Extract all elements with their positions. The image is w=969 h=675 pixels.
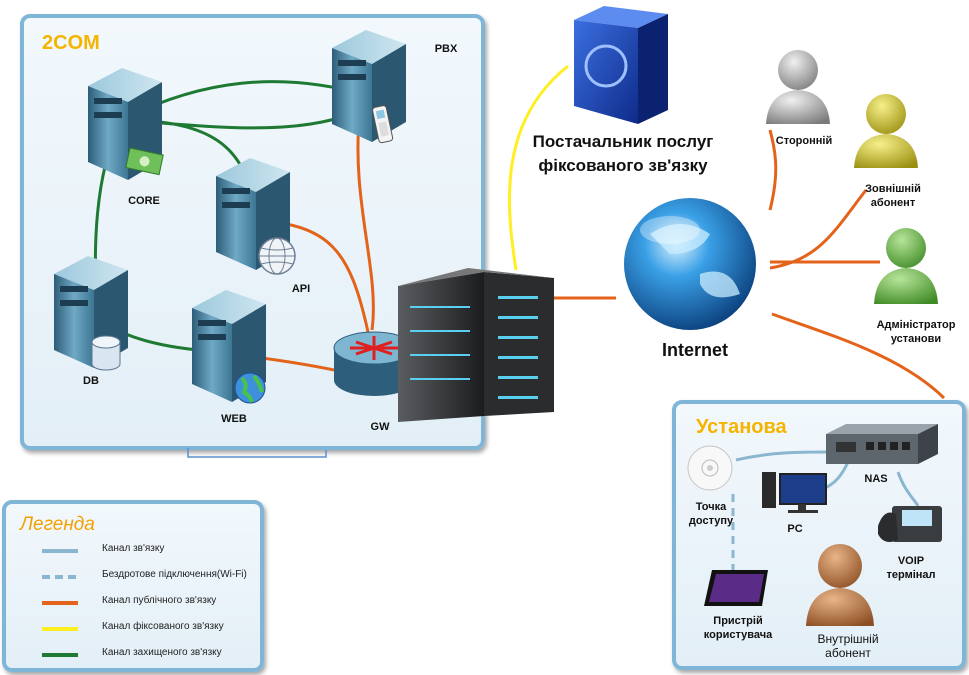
server-pbx-icon: [332, 30, 406, 142]
pc-label: PC: [787, 523, 803, 535]
legend-item-fixed: Канал фіксованого зв'язку: [20, 620, 250, 636]
access-point-icon: [687, 445, 733, 491]
org-panel-title: Установа: [696, 416, 787, 438]
db-label: DB: [83, 375, 99, 387]
legend-swatch-public: [42, 601, 78, 605]
legend-swatch-fixed: [42, 627, 78, 631]
legend-label: Канал фіксованого зв'язку: [102, 621, 224, 632]
router-icon: [333, 331, 415, 396]
person-outsider-icon: [766, 50, 830, 124]
internet-label: Internet: [661, 340, 728, 360]
nas-label: NAS: [864, 473, 888, 485]
legend-swatch-wifi: [42, 575, 78, 579]
tablet-icon: [704, 570, 768, 606]
globe-wire-icon: [258, 237, 296, 275]
provider-cube-icon: [574, 6, 668, 124]
legend-title: Легенда: [20, 514, 95, 535]
money-icon: [125, 147, 164, 176]
legend-swatch-secure: [42, 653, 78, 657]
legend-label: Канал публічного зв'язку: [102, 595, 217, 606]
admin-label: Адміністратор установи: [876, 319, 956, 345]
legend-label: Бездротове підключення(Wi-Fi): [102, 569, 247, 580]
legend-item-link: Канал зв'язку: [20, 542, 250, 558]
legend-label: Канал захищеного зв'язку: [102, 647, 222, 658]
phone-icon: [372, 105, 394, 144]
voip-label: VOIP термінал: [886, 555, 936, 581]
server-rack-icon: [398, 268, 554, 422]
voip-phone-icon: [878, 506, 942, 542]
legend-swatch-link: [42, 549, 78, 553]
database-icon: [91, 335, 121, 371]
access-point-label: Точка доступу: [688, 501, 734, 527]
external-subscriber-label: Зовнішній абонент: [865, 183, 921, 209]
person-internal-icon: [806, 544, 874, 626]
system-link: [187, 448, 327, 458]
pc-icon: [762, 472, 827, 513]
legend-item-public: Канал публічного зв'язку: [20, 594, 250, 610]
internal-subscriber-label: Внутрішній абонент: [817, 632, 879, 660]
legend-label: Канал зв'язку: [102, 543, 165, 554]
nas-router-icon: [826, 424, 938, 464]
internet-globe-icon: [624, 198, 756, 330]
gw-label: GW: [370, 421, 390, 433]
legend-panel: Легенда Канал зв'язку Бездротове підключ…: [2, 500, 264, 672]
user-device-label: Пристрій користувача: [703, 615, 773, 641]
fixed-link: [507, 64, 569, 271]
web-globe-icon: [234, 372, 266, 404]
person-external-icon: [854, 94, 918, 168]
web-label: WEB: [221, 413, 247, 425]
legend-item-secure: Канал захищеного зв'язку: [20, 646, 250, 662]
core-label: CORE: [128, 195, 160, 207]
api-label: API: [291, 283, 311, 295]
system-panel-title: 2COM: [42, 32, 100, 54]
provider-label: Постачальник послуг фіксованого зв'язку: [532, 132, 714, 175]
outsider-label: Сторонній: [775, 135, 833, 147]
pbx-label: PBX: [434, 43, 458, 55]
legend-item-wifi: Бездротове підключення(Wi-Fi): [20, 568, 250, 584]
person-admin-icon: [874, 228, 938, 304]
